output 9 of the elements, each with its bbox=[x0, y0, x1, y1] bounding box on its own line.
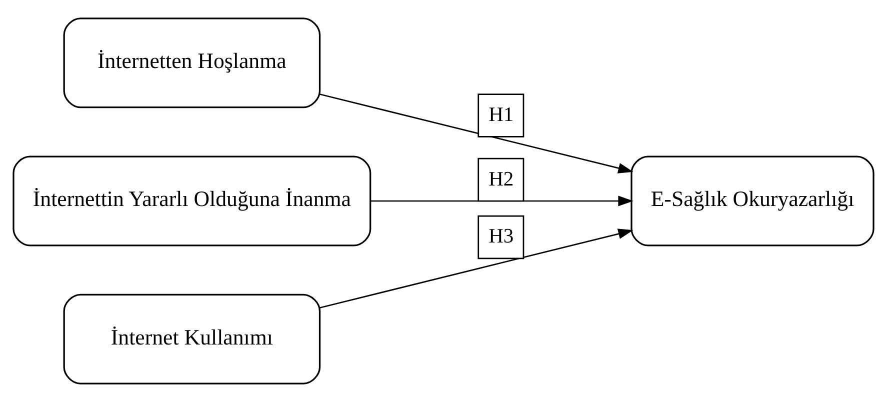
node-box: İnternettin Yararlı Olduğuna İnanma bbox=[12, 155, 372, 246]
node-box: İnternet Kullanımı bbox=[63, 293, 321, 384]
arrow bbox=[370, 195, 634, 206]
edge-label: H1 bbox=[488, 104, 514, 126]
node-box: İnternetten Hoşlanma bbox=[63, 17, 321, 108]
arrow bbox=[320, 228, 634, 308]
node-box: E-Sağlık Okuryazarlığı bbox=[630, 155, 874, 246]
edge-label: H2 bbox=[488, 168, 514, 190]
edge-label: H3 bbox=[488, 225, 514, 248]
